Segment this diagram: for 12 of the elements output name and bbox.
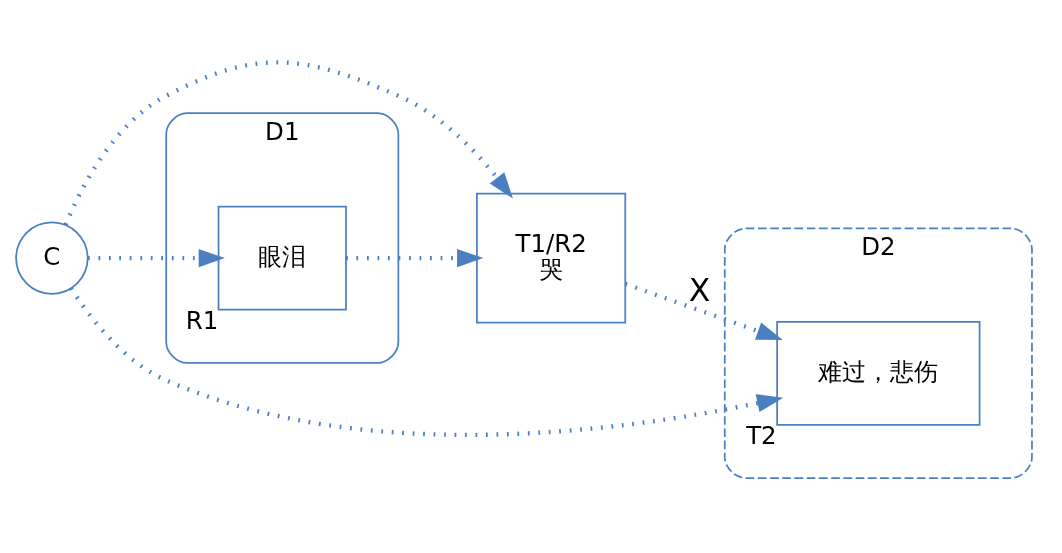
arrow — [69, 286, 784, 437]
node-label: T2 — [746, 420, 777, 450]
node-box: 眼泪 — [217, 205, 347, 310]
arrow — [63, 59, 513, 225]
arrow — [624, 281, 783, 340]
node-label: R1 — [185, 305, 219, 335]
node-box: 难过，悲伤 — [776, 320, 981, 426]
arrow — [88, 248, 225, 267]
node-box: T1/R2 哭 — [476, 192, 627, 324]
arrow — [346, 248, 484, 267]
edge-label: X — [688, 271, 711, 308]
node-circle: C — [15, 220, 89, 295]
